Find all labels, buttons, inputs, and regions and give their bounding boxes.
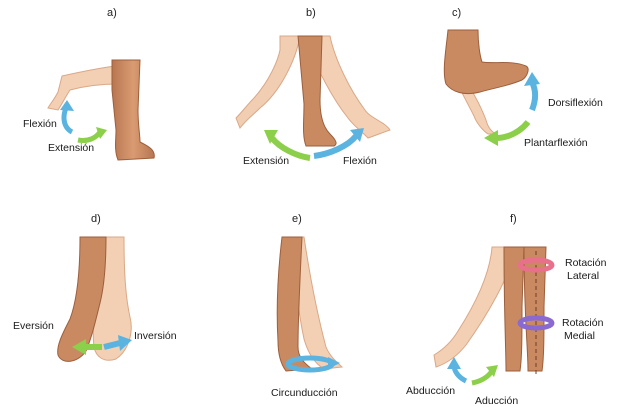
- label-extension-b: Extensión: [243, 155, 289, 167]
- label-rotacion-medial-2: Medial: [564, 330, 595, 342]
- label-rotacion-medial-1: Rotación: [562, 317, 603, 329]
- extension-arrow: [78, 132, 100, 141]
- adduction-arrow: [472, 371, 492, 383]
- dorsiflexion-arrow: [532, 82, 535, 110]
- label-flexion-b: Flexión: [343, 155, 377, 167]
- inversion-arrow: [104, 343, 120, 347]
- leg-light-back: [236, 36, 300, 128]
- bent-leg-light: [48, 66, 118, 110]
- leg-dark: [444, 30, 528, 94]
- panel-a-illustration: [0, 0, 200, 200]
- label-inversion: Inversión: [134, 330, 177, 342]
- label-eversion: Eversión: [13, 320, 54, 332]
- standing-leg: [112, 60, 154, 160]
- label-flexion-a: Flexión: [23, 118, 57, 130]
- panel-f-illustration: [400, 207, 618, 407]
- plantarflexion-arrow: [496, 122, 528, 138]
- label-plantarflexion: Plantarflexión: [524, 137, 588, 149]
- label-extension-a: Extensión: [48, 142, 94, 154]
- panel-d-illustration: [0, 207, 200, 407]
- label-rotacion-lateral-1: Rotación: [565, 257, 606, 269]
- panel-b-illustration: [200, 0, 420, 200]
- flexion-arrow: [64, 108, 72, 132]
- label-dorsiflexion: Dorsiflexión: [548, 97, 603, 109]
- label-circumduction: Circunducción: [271, 387, 338, 399]
- label-rotacion-lateral-2: Lateral: [567, 270, 599, 282]
- leg-dark-right: [524, 247, 546, 371]
- label-abduccion: Abducción: [406, 385, 455, 397]
- label-aduccion: Aducción: [475, 395, 518, 407]
- panel-e-illustration: [200, 207, 400, 407]
- leg-light: [295, 237, 342, 369]
